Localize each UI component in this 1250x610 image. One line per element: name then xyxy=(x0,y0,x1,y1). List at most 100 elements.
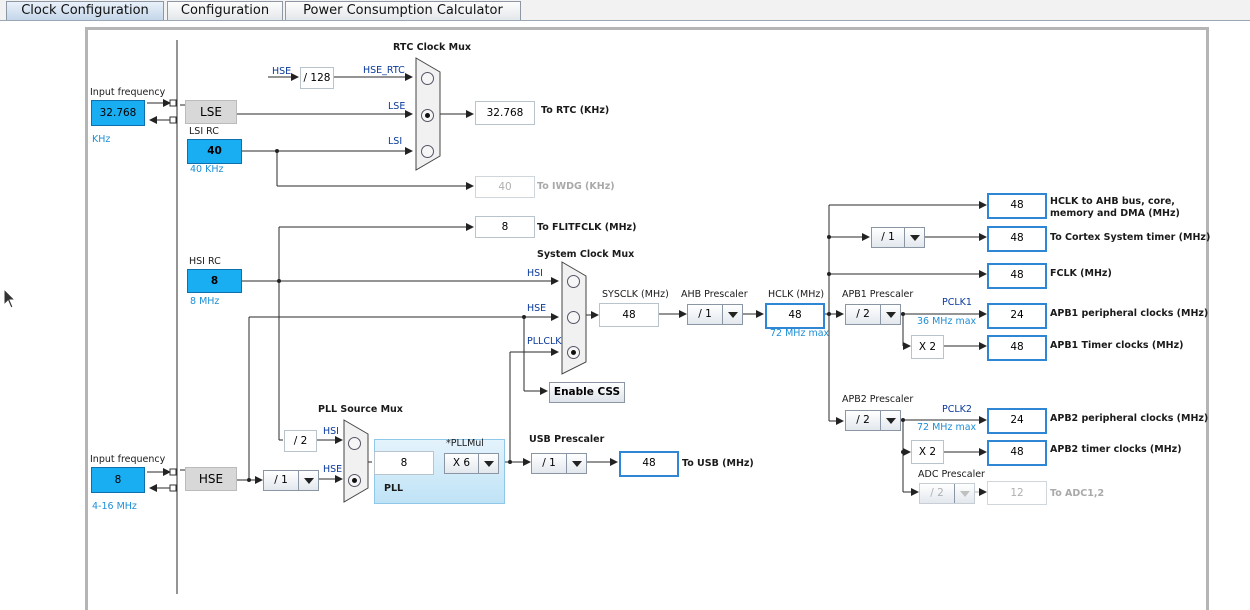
lsi-value: 40 xyxy=(187,139,242,164)
rtc-lse-label: LSE xyxy=(388,101,406,112)
sysclk-value: 48 xyxy=(599,303,659,327)
chevron-down-icon xyxy=(954,484,974,503)
apb1-peripheral-label: APB1 peripheral clocks (MHz) xyxy=(1050,308,1209,319)
sysmux-radio-hsi[interactable] xyxy=(567,275,580,288)
rtc-hse-label: HSE xyxy=(272,66,292,77)
apb1-prescaler-value: / 2 xyxy=(856,308,870,320)
hse-prediv-value: / 1 xyxy=(274,474,288,486)
cortex-output-value[interactable]: 48 xyxy=(987,226,1047,252)
lse-unit: KHz xyxy=(92,134,111,145)
iwdg-output-label: To IWDG (KHz) xyxy=(537,181,615,192)
apb2-max: 72 MHz max xyxy=(917,422,977,433)
flitfclk-output-value: 8 xyxy=(475,216,535,238)
rtc-radio-hse[interactable] xyxy=(421,72,434,85)
hsi-value: 8 xyxy=(187,269,242,293)
apb1-prescaler-label: APB1 Prescaler xyxy=(842,289,914,300)
tab-configuration[interactable]: Configuration xyxy=(167,1,283,20)
pll-source-mux-shape xyxy=(343,419,369,503)
apb2-prescaler-value: / 2 xyxy=(856,414,870,426)
usb-output-value[interactable]: 48 xyxy=(619,451,679,477)
rtc-output-value: 32.768 xyxy=(475,101,535,125)
hse-unit: 4-16 MHz xyxy=(92,501,137,512)
adc-prescaler-select[interactable]: / 2 xyxy=(919,483,975,504)
rtc-mux-title: RTC Clock Mux xyxy=(393,42,472,53)
lsi-unit: 40 KHz xyxy=(190,164,224,175)
apb2-prescaler-label: APB2 Prescaler xyxy=(842,394,914,405)
sysmux-hsi-label: HSI xyxy=(527,268,543,279)
chevron-down-icon xyxy=(880,305,900,324)
usb-prescaler-select[interactable]: / 1 xyxy=(531,453,587,474)
system-clock-mux-title: System Clock Mux xyxy=(537,249,635,260)
pll-multiplier-select[interactable]: X 6 xyxy=(444,453,499,474)
pll-src-radio-hsi[interactable] xyxy=(348,437,361,450)
pclk2-label: PCLK2 xyxy=(942,404,972,415)
mouse-cursor-icon xyxy=(3,288,15,309)
chevron-down-icon xyxy=(904,228,924,247)
pclk1-label: PCLK1 xyxy=(942,297,972,308)
apb2-timer-value[interactable]: 48 xyxy=(987,440,1047,466)
hse-input-frequency[interactable]: 8 xyxy=(91,467,145,493)
tab-bar: Clock Configuration Configuration Power … xyxy=(0,0,1250,21)
lse-input-label: Input frequency xyxy=(90,87,166,98)
chevron-down-icon xyxy=(298,471,318,490)
tab-clock-configuration[interactable]: Clock Configuration xyxy=(6,1,164,20)
cortex-timer-divider-select[interactable]: / 1 xyxy=(871,227,925,248)
chevron-down-icon xyxy=(478,454,498,473)
apb2-prescaler-select[interactable]: / 2 xyxy=(845,410,901,431)
hclk-max: 72 MHz max xyxy=(770,328,830,339)
ahb-prescaler-select[interactable]: / 1 xyxy=(687,304,743,325)
usb-output-label: To USB (MHz) xyxy=(682,458,754,469)
pll-src-radio-hse[interactable] xyxy=(348,474,361,487)
enable-css-button[interactable]: Enable CSS xyxy=(549,382,625,403)
apb1-timer-value[interactable]: 48 xyxy=(987,335,1047,361)
apb1-timer-multiplier: X 2 xyxy=(911,335,944,359)
rtc-hse-divider: / 128 xyxy=(300,67,334,89)
sysclk-label: SYSCLK (MHz) xyxy=(602,289,669,300)
sysmux-radio-pllclk[interactable] xyxy=(567,346,580,359)
pll-multiplier-value: X 6 xyxy=(452,457,471,469)
hsi-unit: 8 MHz xyxy=(190,296,220,307)
rtc-radio-lse[interactable] xyxy=(421,109,434,122)
chevron-down-icon xyxy=(722,305,742,324)
chevron-down-icon xyxy=(880,411,900,430)
rtc-output-label: To RTC (KHz) xyxy=(541,105,610,116)
pll-hsi-divider: / 2 xyxy=(284,430,317,452)
hsi-label: HSI RC xyxy=(189,256,221,267)
apb2-peripheral-value[interactable]: 24 xyxy=(987,408,1047,434)
cortex-divider-value: / 1 xyxy=(881,231,895,243)
fclk-output-label: FCLK (MHz) xyxy=(1050,268,1112,279)
pll-src-hsi-label: HSI xyxy=(323,426,339,437)
fclk-output-value[interactable]: 48 xyxy=(987,263,1047,289)
rtc-lsi-label: LSI xyxy=(388,136,403,147)
adc-output-label: To ADC1,2 xyxy=(1050,488,1105,499)
hse-prediv-select[interactable]: / 1 xyxy=(263,470,319,491)
apb2-timer-multiplier: X 2 xyxy=(911,440,944,464)
lse-oscillator: LSE xyxy=(185,100,237,124)
ahb-output-value[interactable]: 48 xyxy=(987,193,1047,219)
flitfclk-output-label: To FLITFCLK (MHz) xyxy=(537,222,637,233)
pll-mul-label: *PLLMul xyxy=(446,438,484,449)
sysmux-radio-hse[interactable] xyxy=(567,311,580,324)
usb-prescaler-value: / 1 xyxy=(542,457,556,469)
rtc-hse-rtc-label: HSE_RTC xyxy=(363,65,405,76)
hse-oscillator: HSE xyxy=(185,467,237,491)
hse-input-label: Input frequency xyxy=(90,454,166,465)
apb1-peripheral-value[interactable]: 24 xyxy=(987,303,1047,329)
rtc-radio-lsi[interactable] xyxy=(421,145,434,158)
hclk-value[interactable]: 48 xyxy=(765,303,825,329)
ahb-prescaler-label: AHB Prescaler xyxy=(681,289,748,300)
sysmux-pllclk-label: PLLCLK xyxy=(527,336,562,347)
pll-label: PLL xyxy=(384,483,404,494)
adc-prescaler-label: ADC Prescaler xyxy=(918,469,985,480)
chevron-down-icon xyxy=(566,454,586,473)
lse-input-frequency[interactable]: 32.768 xyxy=(91,100,145,126)
pll-src-hse-label: HSE xyxy=(323,464,343,475)
tab-power-consumption-calculator[interactable]: Power Consumption Calculator xyxy=(285,1,521,20)
ahb-prescaler-value: / 1 xyxy=(698,308,712,320)
sysmux-hse-label: HSE xyxy=(527,303,547,314)
apb2-timer-label: APB2 timer clocks (MHz) xyxy=(1050,444,1182,455)
iwdg-output-value: 40 xyxy=(475,176,535,198)
apb1-max: 36 MHz max xyxy=(917,316,977,327)
apb1-prescaler-select[interactable]: / 2 xyxy=(845,304,901,325)
usb-prescaler-label: USB Prescaler xyxy=(529,434,605,445)
